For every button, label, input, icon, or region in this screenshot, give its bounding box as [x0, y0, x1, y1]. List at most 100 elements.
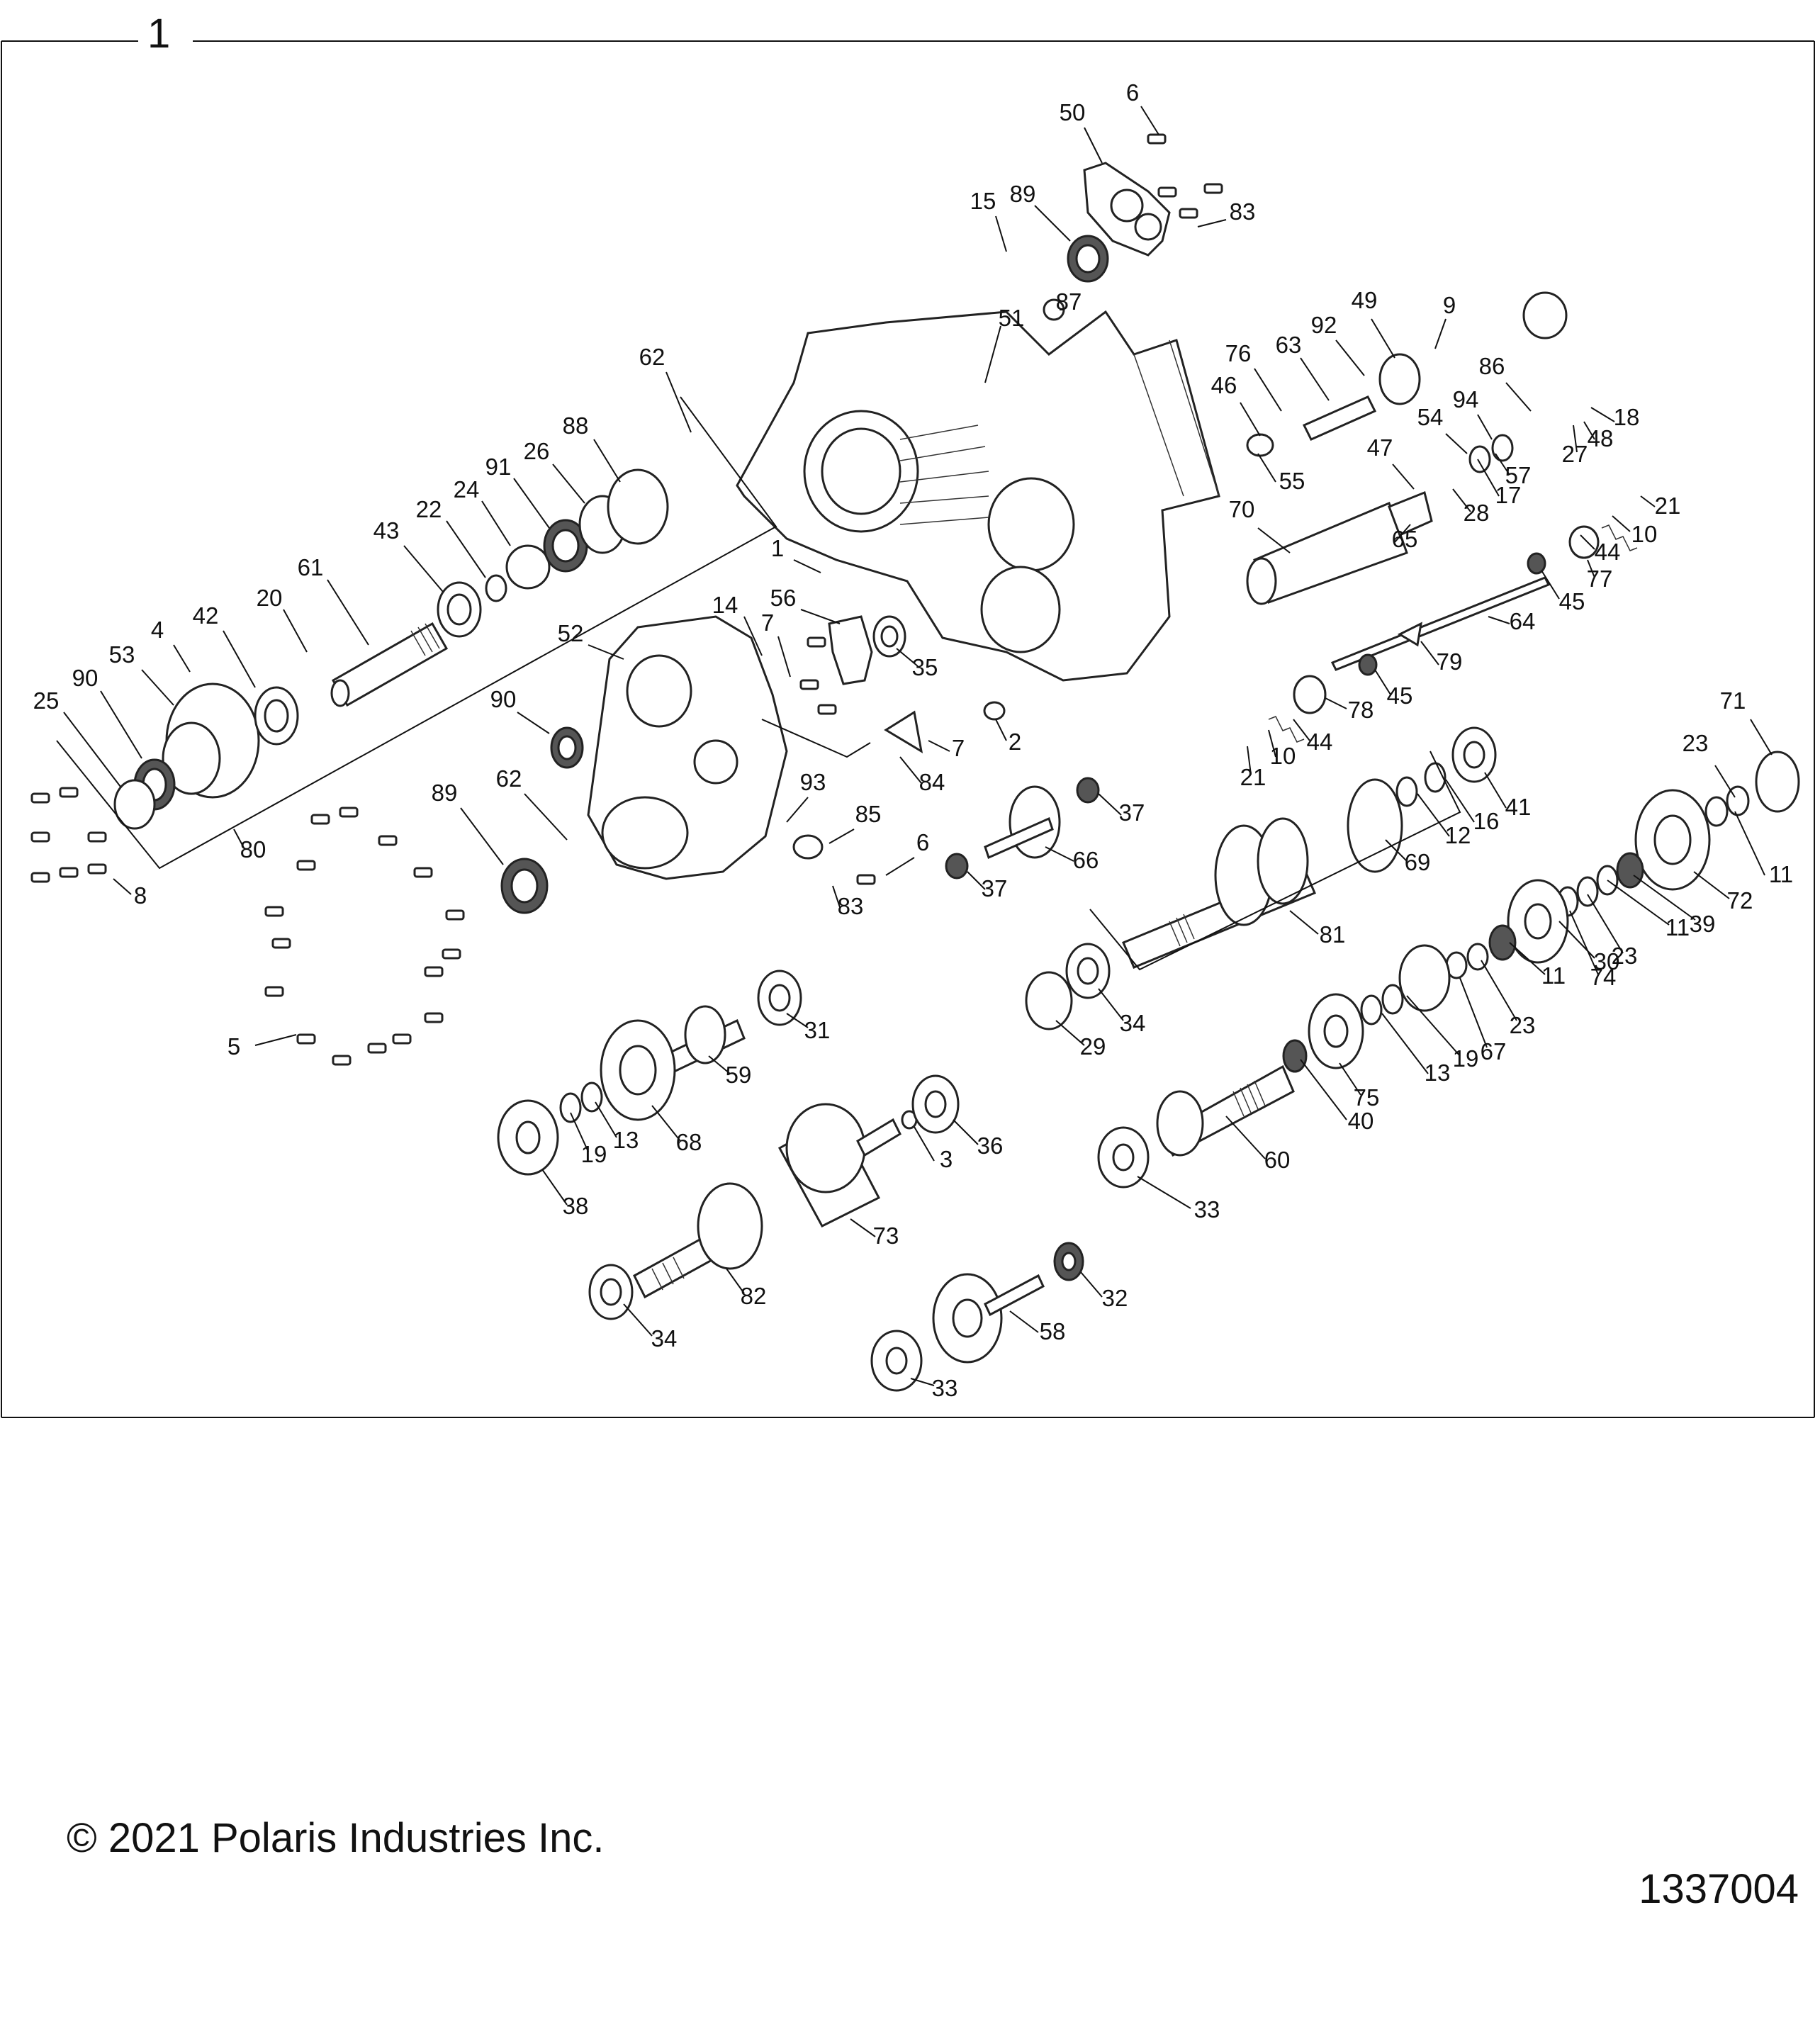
callout-leader [1612, 515, 1631, 532]
callout-label: 11 [1541, 962, 1566, 989]
callout-c34a: 34 [623, 1303, 677, 1352]
callout-label: 49 [1352, 287, 1378, 313]
callout-c11a: 11 [1734, 811, 1793, 887]
fork-79-part [1397, 622, 1422, 647]
bearing-37b-part [945, 853, 969, 880]
fork-77-part [1568, 525, 1600, 559]
callout-c31: 31 [786, 1013, 830, 1043]
callout-label: 19 [581, 1141, 607, 1167]
callout-c56: 56 [770, 585, 841, 624]
callout-c1: 1 [771, 535, 821, 573]
ring-19-part [1381, 984, 1404, 1015]
callout-leader [517, 712, 550, 734]
callout-c73: 73 [850, 1218, 899, 1249]
callout-c10b: 10 [1268, 729, 1296, 769]
callout-leader [1505, 382, 1532, 412]
callout-c40: 40 [1300, 1059, 1374, 1134]
callout-c35: 35 [896, 648, 938, 680]
copyright-notice: © 2021 Polaris Industries Inc. [67, 1815, 605, 1861]
callout-label: 38 [563, 1193, 589, 1219]
callout-c7a: 7 [761, 609, 791, 678]
callout-label: 20 [257, 585, 283, 611]
callout-c76: 76 [1225, 340, 1282, 412]
callout-c64: 64 [1488, 608, 1535, 634]
callout-label: 33 [1194, 1196, 1220, 1223]
callout-label: 52 [558, 620, 584, 646]
callout-label: 62 [639, 344, 665, 370]
callout-leader [1640, 495, 1656, 507]
callout-c23a: 23 [1683, 730, 1736, 798]
callout-c63: 63 [1276, 332, 1330, 401]
callout-c32: 32 [1080, 1271, 1128, 1311]
callout-label: 51 [999, 305, 1025, 331]
callout-c10a: 10 [1612, 515, 1657, 547]
callout-leader [1488, 616, 1510, 624]
callout-leader [100, 690, 142, 759]
callout-label: 67 [1481, 1038, 1507, 1064]
callout-leader [910, 1378, 935, 1386]
callout-c38: 38 [541, 1169, 589, 1219]
callout-leader [899, 756, 922, 784]
callout-leader [1080, 1271, 1103, 1298]
callout-label: 73 [873, 1223, 899, 1249]
callout-c66: 66 [1045, 846, 1099, 873]
callout-label: 74 [1590, 964, 1617, 990]
callout-label: 83 [1230, 198, 1256, 225]
callout-leader [1268, 729, 1276, 758]
callout-leader [403, 545, 444, 592]
callout-leader [885, 857, 915, 876]
callout-leader [481, 500, 511, 546]
collar-45a-part [1527, 552, 1546, 575]
callout-leader [1257, 453, 1276, 483]
snap-ring-24-part [505, 544, 551, 590]
callout-c93: 93 [786, 769, 826, 823]
callout-c45a: 45 [1541, 570, 1585, 614]
ring-19b-part [559, 1092, 582, 1123]
callout-label: 77 [1587, 566, 1613, 592]
callout-label: 1 [771, 535, 784, 561]
callout-c22: 22 [416, 496, 486, 578]
callout-leader [113, 878, 132, 895]
bracket-84-part [884, 710, 923, 753]
callout-c21b: 21 [1240, 746, 1266, 790]
callout-label: 5 [228, 1033, 240, 1060]
callout-c59: 59 [708, 1055, 751, 1088]
callout-leader [1509, 942, 1546, 975]
callout-c62a: 62 [639, 344, 692, 433]
shaft-60-part [1156, 1064, 1295, 1157]
callout-leader [786, 1013, 809, 1028]
parts-layer [30, 133, 1800, 1392]
callout-leader [1445, 433, 1468, 454]
callout-leader [850, 1218, 876, 1237]
figure-number: 1 [147, 11, 171, 57]
callout-c87: 87 [1056, 288, 1082, 315]
callout-label: 78 [1348, 697, 1374, 723]
callout-c42: 42 [193, 602, 256, 688]
callout-label: 7 [761, 609, 774, 636]
callout-leader [1406, 995, 1461, 1057]
left-cover-part [587, 615, 788, 880]
callout-c72: 72 [1693, 871, 1753, 914]
drawing-id: 1337004 [1639, 1866, 1799, 1912]
callout-c25: 25 [33, 687, 121, 787]
callout-label: 62 [496, 765, 522, 792]
callout-label: 27 [1562, 441, 1588, 467]
callout-label: 18 [1614, 404, 1640, 430]
callout-leader [1098, 988, 1124, 1021]
callout-c57: 57 [1495, 453, 1531, 488]
callout-leader [1098, 793, 1122, 816]
callout-leader [928, 740, 950, 752]
spring-44a-part [1601, 524, 1638, 551]
callout-leader [1580, 534, 1595, 550]
callout-label: 89 [432, 780, 458, 806]
callout-c94: 94 [1453, 386, 1493, 440]
callout-label: 40 [1348, 1108, 1374, 1134]
callout-label: 44 [1307, 729, 1333, 755]
callout-leader [254, 1034, 297, 1046]
callout-label: 28 [1464, 500, 1490, 526]
callout-leader [570, 1112, 589, 1152]
callout-leader [1371, 318, 1395, 359]
callout-label: 39 [1690, 911, 1716, 937]
hub-part [1398, 944, 1451, 1012]
